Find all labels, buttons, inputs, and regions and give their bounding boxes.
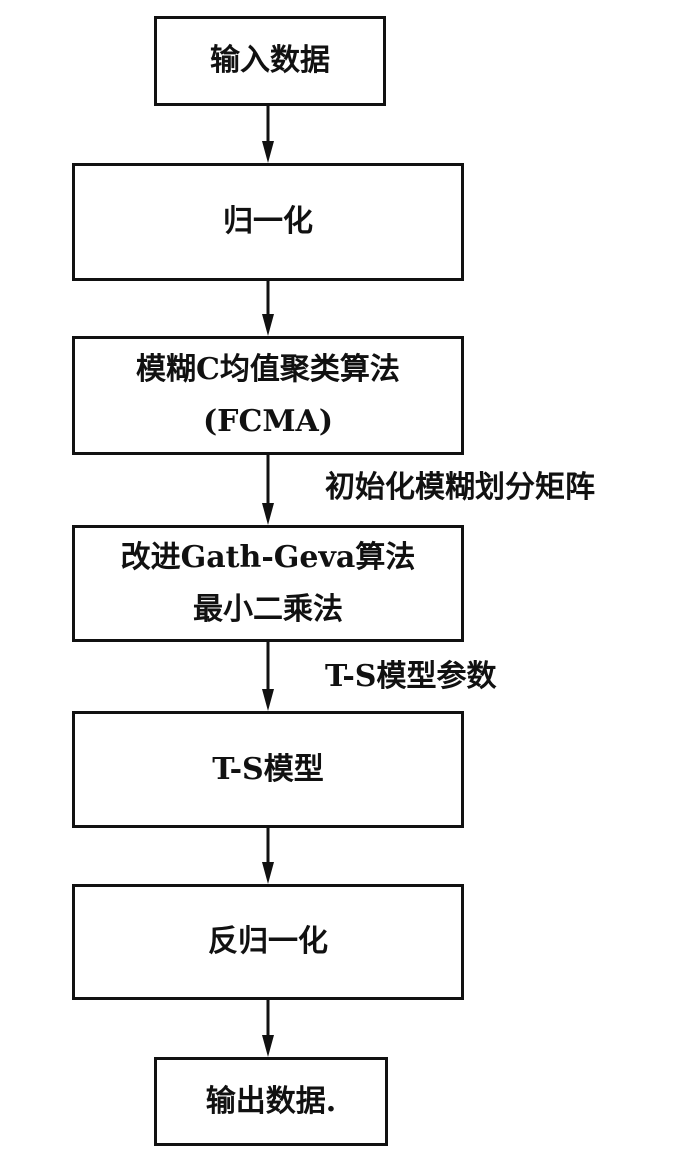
arrow-normalize-to-fcma <box>262 281 274 336</box>
arrow-head-icon <box>262 503 274 525</box>
node-label: 反归一化 <box>208 924 328 959</box>
arrow-head-icon <box>262 862 274 884</box>
node-denormalize: 反归一化 <box>72 884 464 1000</box>
node-label: T-S模型 <box>212 751 324 787</box>
node-label: 输出数据. <box>205 1083 337 1119</box>
arrow-head-icon <box>262 314 274 336</box>
node-normalize: 归一化 <box>72 163 464 281</box>
node-label-sub: (FCMA) <box>202 403 334 439</box>
node-label: 输入数据 <box>210 43 330 78</box>
edge-label-init-partition-matrix: 初始化模糊划分矩阵 <box>325 470 595 505</box>
node-label: 模糊C均值聚类算法 <box>136 351 400 387</box>
arrow-head-icon <box>262 689 274 711</box>
arrow-gg-to-ts <box>262 642 274 711</box>
arrow-input-to-normalize <box>262 106 274 163</box>
node-fcma: 模糊C均值聚类算法 (FCMA) <box>72 336 464 455</box>
node-label-sub: 最小二乘法 <box>193 591 343 627</box>
arrow-head-icon <box>262 141 274 163</box>
arrow-fcma-to-gg <box>262 455 274 525</box>
edge-label-ts-params: T-S模型参数 <box>325 659 497 694</box>
node-label: 改进Gath-Geva算法 <box>120 539 416 575</box>
node-output-data: 输出数据. <box>154 1057 388 1146</box>
node-gath-geva: 改进Gath-Geva算法 最小二乘法 <box>72 525 464 642</box>
node-input-data: 输入数据 <box>154 16 386 106</box>
node-label: 归一化 <box>223 204 313 239</box>
arrow-head-icon <box>262 1035 274 1057</box>
arrow-denormalize-to-output <box>262 1000 274 1057</box>
node-ts-model: T-S模型 <box>72 711 464 828</box>
arrow-ts-to-denormalize <box>262 828 274 884</box>
